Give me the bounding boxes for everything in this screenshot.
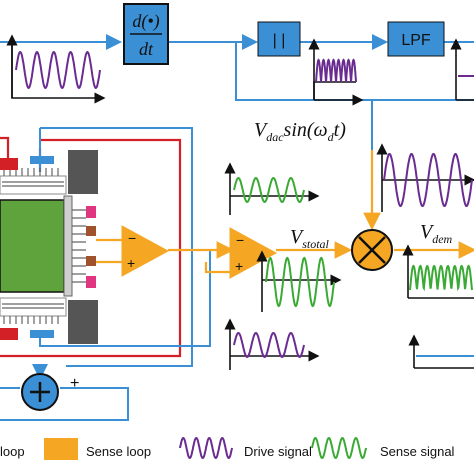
- anchor-top-right: [68, 150, 98, 194]
- derivative-block: d(•) dt: [123, 3, 169, 65]
- sense-signal-wave-3: [233, 331, 305, 359]
- vdem-wave: [409, 264, 473, 292]
- vdac-label: Vdacsin(ωdt): [254, 119, 346, 144]
- electrode-pink-1: [86, 206, 96, 218]
- electrode-bottom-red: [0, 328, 18, 340]
- legend-sense-wave-icon: [311, 436, 367, 460]
- proof-mass: [0, 199, 65, 293]
- lpf-block: LPF: [387, 21, 445, 57]
- legend-drive-wave-icon: [179, 436, 233, 460]
- multiplier: [351, 229, 393, 271]
- sense-loop-wires: [96, 150, 474, 274]
- sense-combs: [72, 209, 86, 283]
- mems-sensor: [0, 150, 98, 344]
- vstotal-label: Vstotal: [290, 226, 330, 251]
- amp2-plus: +: [235, 258, 243, 274]
- legend-sense-loop: Sense loop: [86, 444, 151, 459]
- vstotal-wave: [265, 256, 335, 308]
- amp2-minus: −: [236, 232, 244, 248]
- legend: loop Sense loop Drive signal Sense signa…: [0, 436, 455, 460]
- vdac-wave: [383, 152, 473, 208]
- adder: +: [21, 373, 79, 411]
- lpf-label: LPF: [401, 32, 431, 49]
- amp1-minus: −: [128, 230, 136, 246]
- derivative-numerator: d(•): [132, 11, 159, 32]
- comb-drive-bottom: [2, 303, 64, 324]
- sense-amplifier-2: − +: [229, 227, 278, 279]
- legend-drive-signal: Drive signal: [244, 444, 312, 459]
- electrode-pink-2: [86, 276, 96, 288]
- anchor-bottom-right: [68, 300, 98, 344]
- amp1-plus: +: [127, 255, 135, 271]
- electrode-top-blue: [30, 156, 54, 164]
- legend-sense-loop-swatch: [44, 438, 78, 460]
- waveforms: [15, 50, 473, 359]
- derivative-denominator: dt: [139, 39, 154, 59]
- electrode-bottom-blue: [30, 330, 54, 338]
- comb-drive-top: [2, 168, 64, 187]
- abs-block: | |: [257, 21, 301, 57]
- abs-signal-wave: [315, 58, 357, 83]
- abs-label: | |: [273, 32, 286, 49]
- signal-plots-axes: [6, 34, 474, 370]
- sense-signal-wave-1: [233, 176, 305, 204]
- drive-signal-wave: [15, 50, 101, 90]
- sense-amplifier-1: − +: [121, 225, 170, 277]
- top-feedback-wires: [0, 34, 474, 150]
- legend-sense-signal: Sense signal: [380, 444, 455, 459]
- legend-drive-loop: loop: [0, 444, 25, 459]
- electrode-top-red: [0, 158, 18, 170]
- vdem-label: Vdem: [420, 221, 453, 246]
- adder-plus: +: [70, 375, 79, 392]
